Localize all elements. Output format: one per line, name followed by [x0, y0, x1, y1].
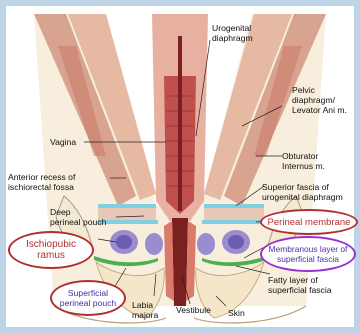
vaginal-canal — [178, 36, 182, 211]
diagram-canvas: Urogenital diaphragm Pelvic diaphragm/ L… — [6, 6, 354, 327]
deep-pouch-left — [98, 208, 156, 220]
superior-fascia-right — [204, 204, 264, 208]
superior-fascia-left — [98, 204, 156, 208]
label-vagina: Vagina — [50, 137, 76, 147]
label-labia-majora: Labia majora — [132, 300, 158, 320]
right-crus-core — [228, 235, 244, 249]
right-bulb — [197, 233, 215, 255]
left-crus-core — [116, 235, 132, 249]
label-superior-fascia: Superior fascia of urogenital diaphragm — [262, 182, 343, 202]
label-obturator-internus: Obturator Internus m. — [282, 151, 325, 171]
label-perineal-membrane: Perineal membrane — [260, 209, 358, 235]
vestibule-opening — [172, 218, 188, 306]
perineal-membrane-left — [98, 220, 158, 224]
label-pelvic-diaphragm: Pelvic diaphragm/ Levator Ani m. — [292, 85, 347, 115]
label-skin: Skin — [228, 308, 245, 318]
left-bulb — [145, 233, 163, 255]
label-membranous-layer: Membranous layer of superficial fascia — [260, 236, 356, 272]
perineal-membrane-right — [202, 220, 264, 224]
label-vestibule: Vestibule — [176, 305, 211, 315]
label-urogenital-diaphragm: Urogenital diaphragm — [212, 23, 253, 43]
deep-pouch-right — [204, 208, 264, 220]
label-anterior-recess: Anterior recess of ischiorectal fossa — [8, 172, 75, 192]
label-ischiopubic-ramus: Ischiopubic ramus — [8, 231, 94, 269]
label-fatty-layer: Fatty layer of superficial fascia — [268, 275, 332, 295]
label-superficial-perineal-pouch: Superficial perineal pouch — [50, 280, 126, 316]
label-deep-perineal-pouch: Deep perineal pouch — [50, 207, 106, 227]
